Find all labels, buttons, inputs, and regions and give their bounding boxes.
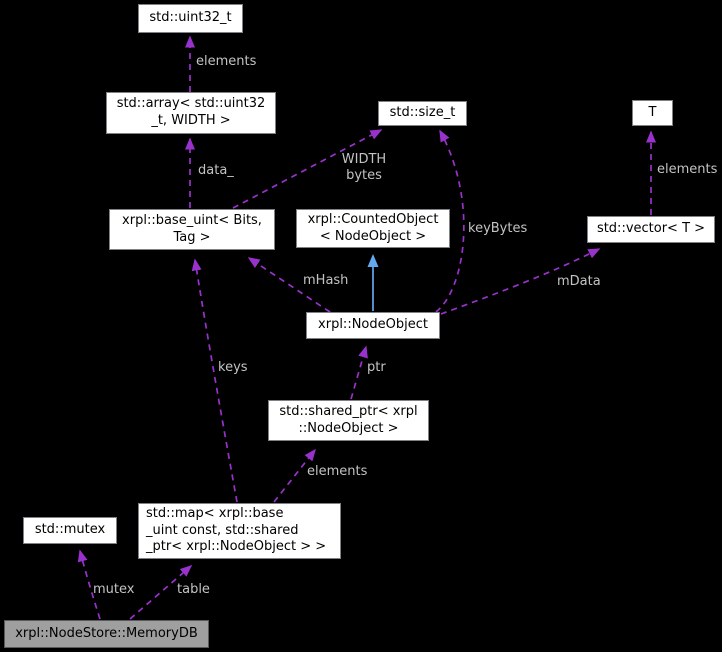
node-xrpl-countedobject[interactable]: xrpl::CountedObject < NodeObject >: [296, 209, 450, 248]
edge-label-data: data_: [198, 163, 234, 178]
node-xrpl-nodestore-memorydb[interactable]: xrpl::NodeStore::MemoryDB: [4, 620, 209, 648]
edge-label-elements-vector: elements: [657, 162, 718, 177]
node-label: T: [648, 104, 657, 120]
node-label: std::uint32_t: [149, 10, 232, 26]
edge-label-table: table: [177, 582, 210, 597]
edge-label-ptr: ptr: [367, 360, 386, 375]
node-label: xrpl::base_uint< Bits, Tag >: [122, 212, 262, 245]
edge-widthbytes-baseuint-to-sizet: [232, 129, 383, 209]
edge-ptr-sharedptr-to-nodeobject: [350, 345, 368, 400]
node-label: xrpl::CountedObject < NodeObject >: [307, 211, 439, 244]
node-std-mutex[interactable]: std::mutex: [23, 517, 117, 544]
edge-keybytes-nodeobject-to-sizet: [435, 129, 465, 313]
node-label: std::vector< T >: [596, 221, 706, 237]
edge-label-mdata: mData: [557, 274, 601, 289]
edge-label-keys: keys: [218, 360, 248, 375]
edge-mutex-memorydb-to-mutex: [77, 549, 101, 620]
node-std-uint32-t[interactable]: std::uint32_t: [138, 4, 243, 33]
edge-label-mhash: mHash: [303, 273, 349, 288]
edge-label-elements-map: elements: [307, 464, 368, 479]
node-std-map[interactable]: std::map< xrpl::base _uint const, std::s…: [138, 503, 341, 559]
node-t[interactable]: T: [632, 100, 673, 126]
edge-label-keybytes: keyBytes: [468, 221, 528, 236]
edge-mhash-nodeobject-to-baseuint: [247, 257, 331, 313]
edge-label-elements-array: elements: [196, 54, 257, 69]
node-label: std::map< xrpl::base _uint const, std::s…: [146, 505, 327, 555]
node-label: std::array< std::uint32 _t, WIDTH >: [116, 96, 266, 128]
edge-table-memorydb-to-map: [129, 565, 193, 620]
node-label: std::shared_ptr< xrpl ::NodeObject >: [279, 403, 418, 436]
node-xrpl-base-uint[interactable]: xrpl::base_uint< Bits, Tag >: [109, 209, 275, 250]
node-xrpl-nodeobject[interactable]: xrpl::NodeObject: [306, 312, 440, 339]
node-label: std::mutex: [34, 522, 106, 538]
edge-label-mutex: mutex: [93, 582, 135, 597]
node-std-shared-ptr[interactable]: std::shared_ptr< xrpl ::NodeObject >: [268, 400, 429, 441]
edge-elements-map-to-sharedptr: [273, 448, 316, 503]
node-label: xrpl::NodeObject: [318, 317, 428, 333]
node-label: xrpl::NodeStore::MemoryDB: [15, 625, 198, 641]
node-std-size-t[interactable]: std::size_t: [378, 101, 467, 126]
node-label: std::size_t: [389, 105, 456, 121]
edge-label-width-bytes: WIDTH bytes: [341, 152, 387, 183]
edge-keys-map-to-baseuint: [191, 258, 238, 503]
node-std-array[interactable]: std::array< std::uint32 _t, WIDTH >: [106, 92, 276, 134]
node-std-vector[interactable]: std::vector< T >: [587, 216, 715, 243]
